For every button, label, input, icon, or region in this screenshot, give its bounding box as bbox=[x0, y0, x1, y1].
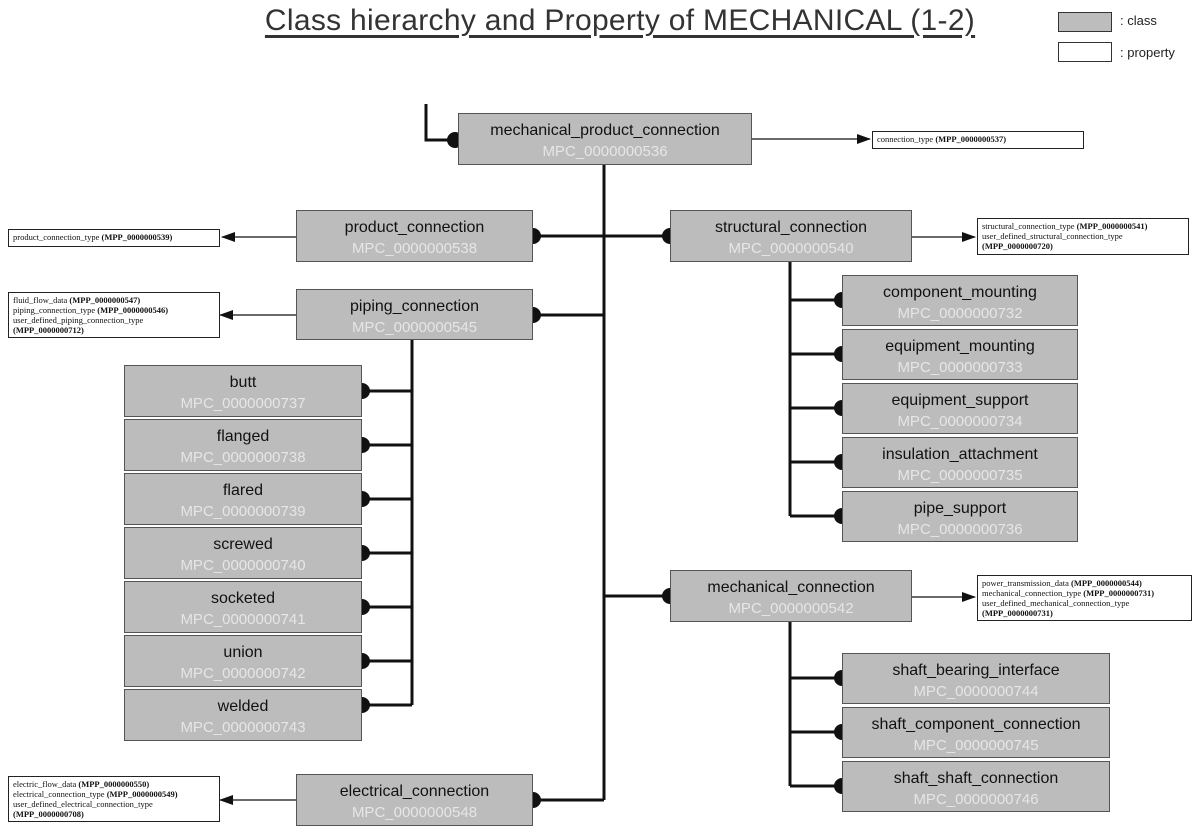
property-box-piping-connection: fluid_flow_data (MPP_0000000547) piping_… bbox=[8, 292, 220, 338]
class-product-connection: product_connection MPC_0000000538 bbox=[296, 210, 533, 262]
property-box-structural-connection: structural_connection_type (MPP_00000005… bbox=[977, 218, 1189, 255]
legend-class-label: : class bbox=[1120, 13, 1157, 28]
class-code: MPC_0000000740 bbox=[180, 557, 306, 574]
class-name: product_connection bbox=[344, 219, 485, 236]
class-equipment-mounting: equipment_mounting MPC_0000000733 bbox=[842, 329, 1078, 380]
property-line: (MPP_0000000712) bbox=[13, 325, 84, 335]
class-name: screwed bbox=[213, 536, 273, 553]
class-code: MPC_0000000548 bbox=[351, 804, 478, 821]
property-line: (MPP_0000000731) bbox=[982, 608, 1053, 618]
class-component-mounting: component_mounting MPC_0000000732 bbox=[842, 275, 1078, 326]
class-name: flanged bbox=[216, 428, 270, 445]
property-box-product-connection: product_connection_type (MPP_0000000539) bbox=[8, 229, 220, 247]
class-name: shaft_bearing_interface bbox=[892, 662, 1060, 679]
class-name: pipe_support bbox=[913, 500, 1007, 517]
class-flanged: flanged MPC_0000000738 bbox=[124, 419, 362, 471]
class-name: component_mounting bbox=[883, 284, 1037, 301]
class-name: equipment_mounting bbox=[885, 338, 1035, 355]
class-name: union bbox=[223, 644, 263, 661]
class-shaft-component-connection: shaft_component_connection MPC_000000074… bbox=[842, 707, 1110, 758]
class-code: MPC_0000000545 bbox=[351, 319, 478, 336]
class-name: insulation_attachment bbox=[882, 446, 1038, 463]
property-line: (MPP_0000000720) bbox=[982, 241, 1053, 251]
class-shaft-bearing-interface: shaft_bearing_interface MPC_0000000744 bbox=[842, 653, 1110, 704]
class-code: MPC_0000000743 bbox=[180, 719, 306, 736]
class-code: MPC_0000000540 bbox=[728, 240, 854, 257]
property-line: user_defined_mechanical_connection_type bbox=[982, 598, 1130, 608]
property-line: electric_flow_data (MPP_0000000550) bbox=[13, 779, 150, 789]
property-line: user_defined_structural_connection_type bbox=[982, 231, 1123, 241]
class-butt: butt MPC_0000000737 bbox=[124, 365, 362, 417]
property-line: product_connection_type (MPP_0000000539) bbox=[13, 232, 173, 242]
class-pipe-support: pipe_support MPC_0000000736 bbox=[842, 491, 1078, 542]
class-name: welded bbox=[217, 698, 269, 715]
class-name: socketed bbox=[210, 590, 276, 607]
class-insulation-attachment: insulation_attachment MPC_0000000735 bbox=[842, 437, 1078, 488]
class-code: MPC_0000000741 bbox=[180, 611, 306, 628]
class-code: MPC_0000000744 bbox=[913, 683, 1039, 700]
class-welded: welded MPC_0000000743 bbox=[124, 689, 362, 741]
class-name: shaft_shaft_connection bbox=[893, 770, 1059, 787]
property-line: fluid_flow_data (MPP_0000000547) bbox=[13, 295, 141, 305]
legend-property-label: : property bbox=[1120, 45, 1175, 60]
class-name: flared bbox=[222, 482, 264, 499]
class-name: piping_connection bbox=[350, 298, 479, 315]
class-code: MPC_0000000734 bbox=[897, 413, 1023, 430]
property-line: connection_type (MPP_0000000537) bbox=[877, 134, 1007, 144]
class-name: equipment_support bbox=[891, 392, 1029, 409]
class-code: MPC_0000000737 bbox=[180, 395, 306, 412]
class-name: mechanical_product_connection bbox=[490, 122, 720, 139]
class-mechanical-connection: mechanical_connection MPC_0000000542 bbox=[670, 570, 912, 622]
legend-property-swatch bbox=[1058, 42, 1112, 62]
class-code: MPC_0000000736 bbox=[897, 521, 1023, 538]
class-code: MPC_0000000733 bbox=[897, 359, 1023, 376]
class-flared: flared MPC_0000000739 bbox=[124, 473, 362, 525]
property-box-mechanical-connection: power_transmission_data (MPP_0000000544)… bbox=[977, 575, 1192, 621]
class-code: MPC_0000000742 bbox=[180, 665, 306, 682]
property-line: mechanical_connection_type (MPP_00000007… bbox=[982, 588, 1155, 598]
legend-class-swatch bbox=[1058, 12, 1112, 32]
class-name: structural_connection bbox=[714, 219, 868, 236]
property-line: power_transmission_data (MPP_0000000544) bbox=[982, 578, 1142, 588]
class-code: MPC_0000000536 bbox=[542, 143, 668, 160]
class-code: MPC_0000000735 bbox=[897, 467, 1023, 484]
class-socketed: socketed MPC_0000000741 bbox=[124, 581, 362, 633]
class-code: MPC_0000000538 bbox=[351, 240, 478, 257]
class-piping-connection: piping_connection MPC_0000000545 bbox=[296, 289, 533, 340]
class-equipment-support: equipment_support MPC_0000000734 bbox=[842, 383, 1078, 434]
property-box-electrical-connection: electric_flow_data (MPP_0000000550) elec… bbox=[8, 776, 220, 822]
class-name: shaft_component_connection bbox=[871, 716, 1081, 733]
class-electrical-connection: electrical_connection MPC_0000000548 bbox=[296, 774, 533, 826]
class-name: mechanical_connection bbox=[707, 579, 875, 596]
property-box-root: connection_type (MPP_0000000537) bbox=[872, 131, 1084, 149]
class-mechanical-product-connection: mechanical_product_connection MPC_000000… bbox=[458, 113, 752, 165]
property-line: electrical_connection_type (MPP_00000005… bbox=[13, 789, 178, 799]
class-union: union MPC_0000000742 bbox=[124, 635, 362, 687]
class-screwed: screwed MPC_0000000740 bbox=[124, 527, 362, 579]
property-line: structural_connection_type (MPP_00000005… bbox=[982, 221, 1148, 231]
property-line: piping_connection_type (MPP_0000000546) bbox=[13, 305, 169, 315]
class-structural-connection: structural_connection MPC_0000000540 bbox=[670, 210, 912, 262]
property-line: (MPP_0000000708) bbox=[13, 809, 84, 819]
class-code: MPC_0000000542 bbox=[728, 600, 854, 617]
property-line: user_defined_electrical_connection_type bbox=[13, 799, 153, 809]
class-code: MPC_0000000745 bbox=[913, 737, 1039, 754]
property-line: user_defined_piping_connection_type bbox=[13, 315, 144, 325]
class-code: MPC_0000000739 bbox=[180, 503, 306, 520]
class-shaft-shaft-connection: shaft_shaft_connection MPC_0000000746 bbox=[842, 761, 1110, 812]
class-name: electrical_connection bbox=[339, 783, 490, 800]
page-title: Class hierarchy and Property of MECHANIC… bbox=[264, 4, 976, 37]
class-code: MPC_0000000732 bbox=[897, 305, 1023, 322]
class-name: butt bbox=[229, 374, 257, 391]
class-code: MPC_0000000746 bbox=[913, 791, 1039, 808]
class-code: MPC_0000000738 bbox=[180, 449, 306, 466]
root-incoming-line bbox=[424, 104, 455, 142]
